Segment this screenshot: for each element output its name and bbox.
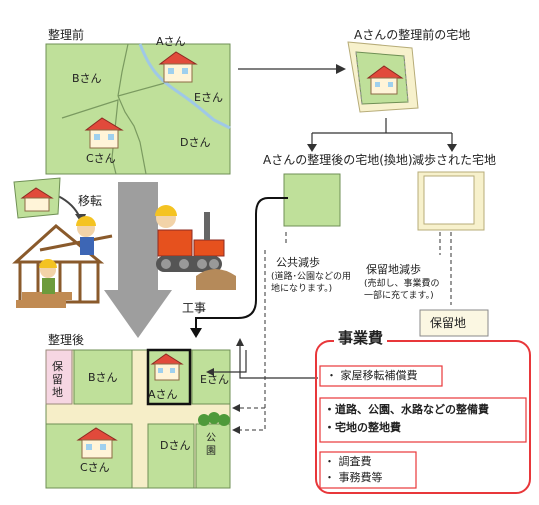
house-a-after	[150, 353, 184, 381]
owner-d-after: Dさん	[160, 439, 191, 452]
before-map	[45, 43, 231, 175]
label-before: 整理前	[48, 28, 85, 42]
label-a-before-title: Aさんの整理前の宅地	[354, 28, 471, 42]
owner-b-before: Bさん	[72, 72, 102, 85]
relocating-house	[13, 177, 61, 219]
big-down-arrow	[104, 182, 172, 338]
a-before-parcel	[347, 41, 419, 113]
label-reserve-reduction: 保留地減歩	[366, 263, 421, 276]
bulldozer-illustration	[155, 205, 236, 290]
house-c-before	[84, 117, 124, 149]
label-public-reduction: 公共減歩	[276, 256, 320, 269]
owner-a-before: Aさん	[156, 35, 186, 48]
after-map	[45, 348, 231, 489]
label-after: 整理後	[48, 333, 85, 347]
park-trees	[198, 412, 230, 426]
cost-item-grading: ・宅地の整地費	[324, 421, 401, 434]
reserve-land-box	[419, 309, 489, 337]
label-park: 公園	[206, 433, 216, 457]
cost-item-survey: ・ 調査費	[324, 455, 372, 468]
owner-c-before: Cさん	[86, 152, 116, 165]
label-public-reduction-note: (道路･公園などの用地になります。)	[271, 272, 352, 294]
label-reserve-reduction-note: (売却し、事業費の一部に充てます。)	[364, 279, 440, 301]
cost-item-infrastructure: ・道路、公園、水路などの整備費	[324, 403, 489, 416]
owner-b-after: Bさん	[88, 371, 118, 384]
owner-e-after: Eさん	[200, 373, 229, 386]
owner-e-before: Eさん	[194, 91, 223, 104]
cost-panel	[315, 340, 531, 494]
label-a-after-title: Aさんの整理後の宅地(換地)	[263, 153, 413, 167]
owner-a-after: Aさん	[148, 388, 178, 401]
label-construction: 工事	[182, 301, 207, 315]
owner-c-after: Cさん	[80, 461, 110, 474]
reduced-land	[417, 171, 485, 231]
cost-title: 事業費	[334, 331, 388, 346]
house-c-after	[76, 427, 118, 459]
a-after-parcel	[283, 173, 341, 227]
cost-item-relocation: ・ 家屋移転補償費	[326, 369, 418, 382]
cost-item-admin: ・ 事務費等	[324, 471, 383, 484]
house-a-before	[158, 51, 198, 83]
label-relocation: 移転	[78, 194, 103, 208]
label-reserve-land-vertical: 保留地	[52, 360, 63, 400]
owner-d-before: Dさん	[180, 136, 211, 149]
label-reserve-land: 保留地	[430, 316, 467, 330]
house-construction-illustration	[12, 216, 113, 308]
label-reduced-title: 減歩された宅地	[412, 153, 497, 167]
